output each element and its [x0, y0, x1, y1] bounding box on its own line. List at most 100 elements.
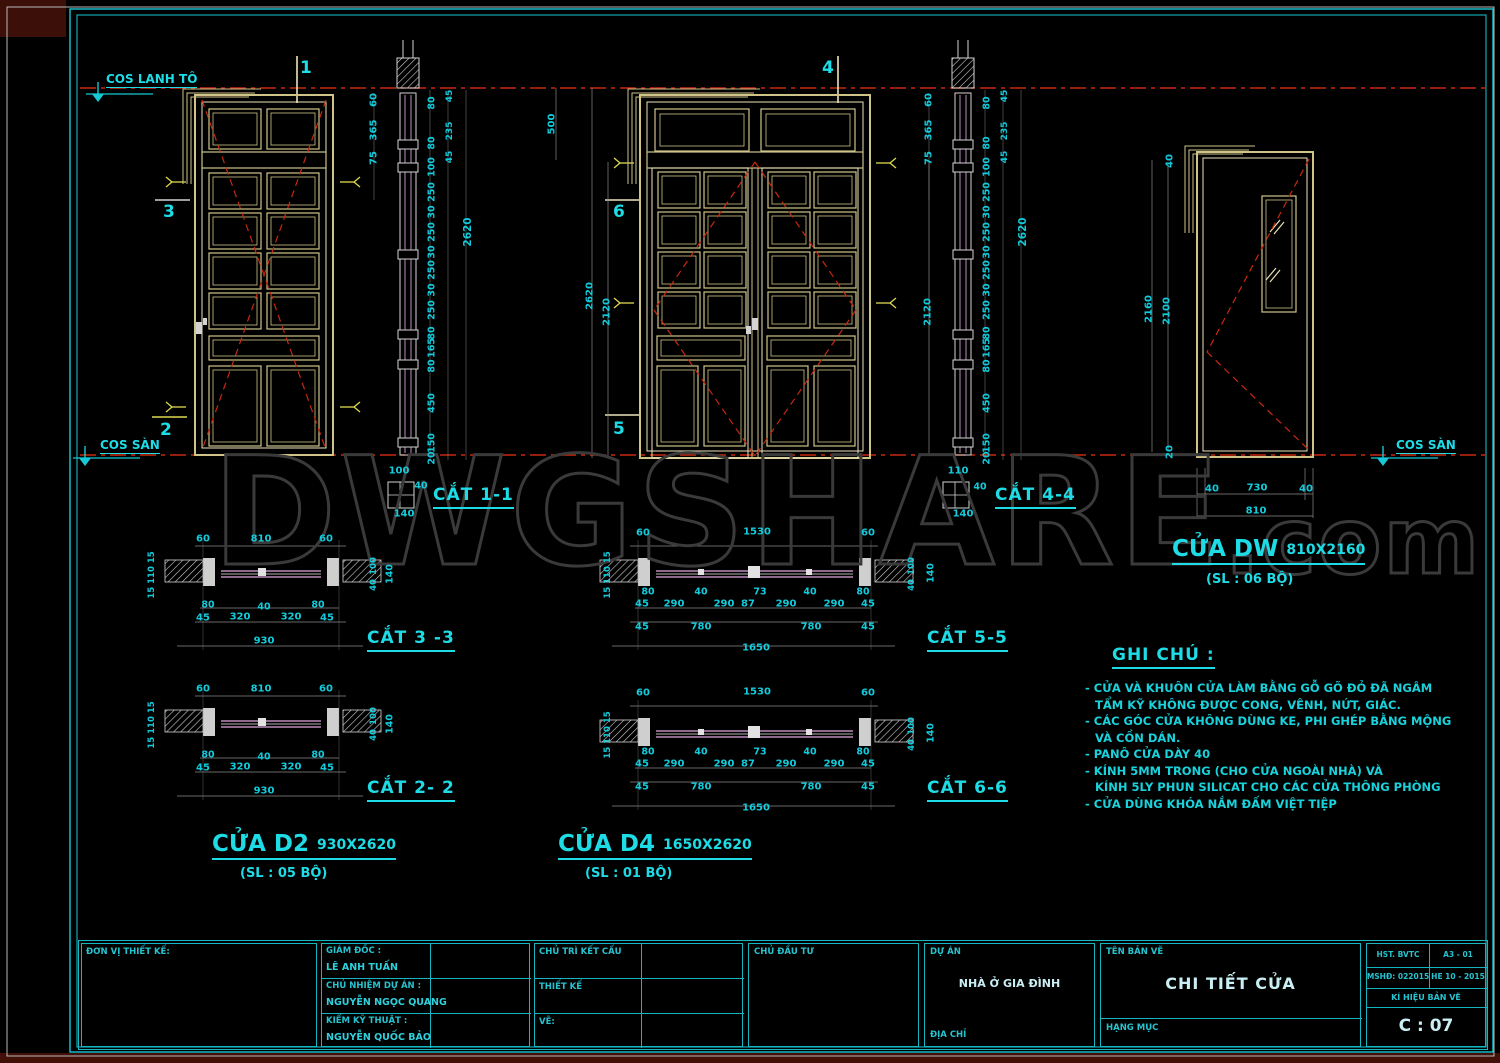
dim-label: 60 [636, 527, 650, 539]
cad-rect [266, 365, 320, 447]
cad-rect [813, 211, 857, 249]
cad-line [182, 88, 261, 184]
cad-line [889, 157, 897, 164]
dim-label: 290 [775, 758, 797, 770]
cad-rect [258, 568, 266, 576]
cad-rect [817, 255, 853, 285]
cad-rect [208, 212, 262, 250]
dim-label: 1530 [743, 526, 771, 538]
dim-label: 45 [861, 598, 875, 610]
cad-rect [646, 101, 864, 452]
cad-rect [266, 172, 320, 210]
note-line: TẨM KỸ KHÔNG ĐƯỢC CONG, VÊNH, NỨT, GIÁC. [1095, 697, 1401, 712]
cad-rect [698, 729, 704, 735]
dim-label: 60 [196, 683, 210, 695]
titleblock-frame [78, 940, 1488, 1050]
cad-rect [396, 57, 420, 89]
cad-line [1265, 267, 1277, 281]
cad-rect [952, 139, 974, 150]
cad-rect [657, 291, 701, 329]
dim-label: 87 [741, 758, 755, 770]
dim-label: 290 [823, 598, 845, 610]
struct-lead-label: CHỦ TRÌ KẾT CẤU [539, 947, 622, 957]
cad-rect [397, 139, 419, 150]
cad-rect [761, 167, 859, 459]
cad-line [627, 88, 760, 184]
cad-rect [1196, 151, 1314, 458]
cad-rect [661, 295, 697, 325]
cad-rect [751, 167, 759, 459]
dim-label: 87 [741, 598, 755, 610]
cad-line [754, 161, 857, 311]
cad-rect [201, 151, 327, 169]
cad-rect [771, 295, 807, 325]
dim-label: 80 [856, 746, 870, 758]
cad-rect [951, 57, 975, 89]
dim-label: 45 [635, 598, 649, 610]
dim-label: 40 [257, 751, 271, 763]
cad-rect [203, 708, 215, 736]
dim-label: 80 [641, 586, 655, 598]
cad-rect [752, 318, 758, 330]
dim-label: 290 [823, 758, 845, 770]
cad-rect [703, 365, 746, 447]
cad-rect [707, 295, 743, 325]
dim-label: 140 [952, 508, 974, 520]
draw-label: VẼ: [539, 1017, 555, 1027]
dim-label: 45 [196, 762, 210, 774]
door-qty-dw: (SL : 06 BỘ) [1206, 572, 1294, 587]
dim-label: 45 [635, 758, 649, 770]
dim-label: 73 [753, 746, 767, 758]
section-label-cat55: CẮT 5-5 [927, 628, 1008, 652]
dim-label: 45 [635, 621, 649, 633]
cad-rect [651, 167, 749, 459]
door-name-d2: CỬA D2 [212, 831, 309, 857]
cad-rect [266, 292, 320, 330]
notes-list: - CỬA VÀ KHUÔN CỬA LÀM BẰNG GỖ GÕ ĐỎ ĐÃ … [1085, 680, 1451, 812]
door-qty-d2: (SL : 05 BỘ) [240, 866, 328, 881]
cad-rect [952, 249, 974, 260]
note-line: - KÍNH 5MM TRONG (CHO CỬA NGOÀI NHÀ) VÀ [1085, 763, 1383, 778]
cad-rect [266, 108, 320, 150]
director-label: GIÁM ĐỐC : [326, 946, 382, 956]
cad-rect [342, 559, 382, 583]
cad-rect [660, 369, 695, 443]
cad-rect [212, 176, 258, 206]
dim-label: 80 [856, 586, 870, 598]
cad-rect [397, 437, 419, 448]
cad-rect [661, 175, 697, 205]
cad-rect [201, 101, 327, 449]
dim-label: 45 [861, 781, 875, 793]
dim-label: 60 [319, 533, 333, 545]
door-qty-d4: (SL : 01 BỘ) [585, 866, 673, 881]
sheet-code-label: KÍ HIỆU BẢN VẼ [1391, 993, 1461, 1002]
dim-label: 80 [201, 599, 215, 611]
dim-label: 40 [973, 481, 987, 493]
cad-line [653, 309, 756, 457]
drawing-name-label: TÊN BẢN VẼ [1106, 947, 1164, 957]
pm-label: CHỦ NHIỆM DỰ ÁN : [326, 981, 421, 991]
dim-label: 40 [694, 586, 708, 598]
dim-label: 60 [861, 527, 875, 539]
design-label: THIẾT KẾ [539, 982, 583, 992]
design-unit-label: ĐƠN VỊ THIẾT KẾ: [86, 947, 170, 957]
cad-line [353, 401, 361, 408]
cad-rect [748, 566, 760, 578]
cad-line [190, 96, 249, 184]
dim-label: 80 [201, 749, 215, 761]
note-line: - CỬA VÀ KHUÔN CỬA LÀM BẰNG GỖ GÕ ĐỎ ĐÃ … [1085, 681, 1433, 695]
corner-block [0, 0, 66, 37]
cad-rect [952, 437, 974, 448]
cad-rect [656, 365, 699, 447]
cad-rect [707, 369, 742, 443]
inner-cyan-border [76, 14, 1487, 1048]
dim-label: 80 [641, 746, 655, 758]
dim-label: 110 [947, 465, 969, 477]
cad-line [165, 401, 173, 408]
investor-label: CHỦ ĐẦU TƯ [754, 947, 814, 957]
section-label-cat44: CẮT 4-4 [995, 485, 1076, 509]
